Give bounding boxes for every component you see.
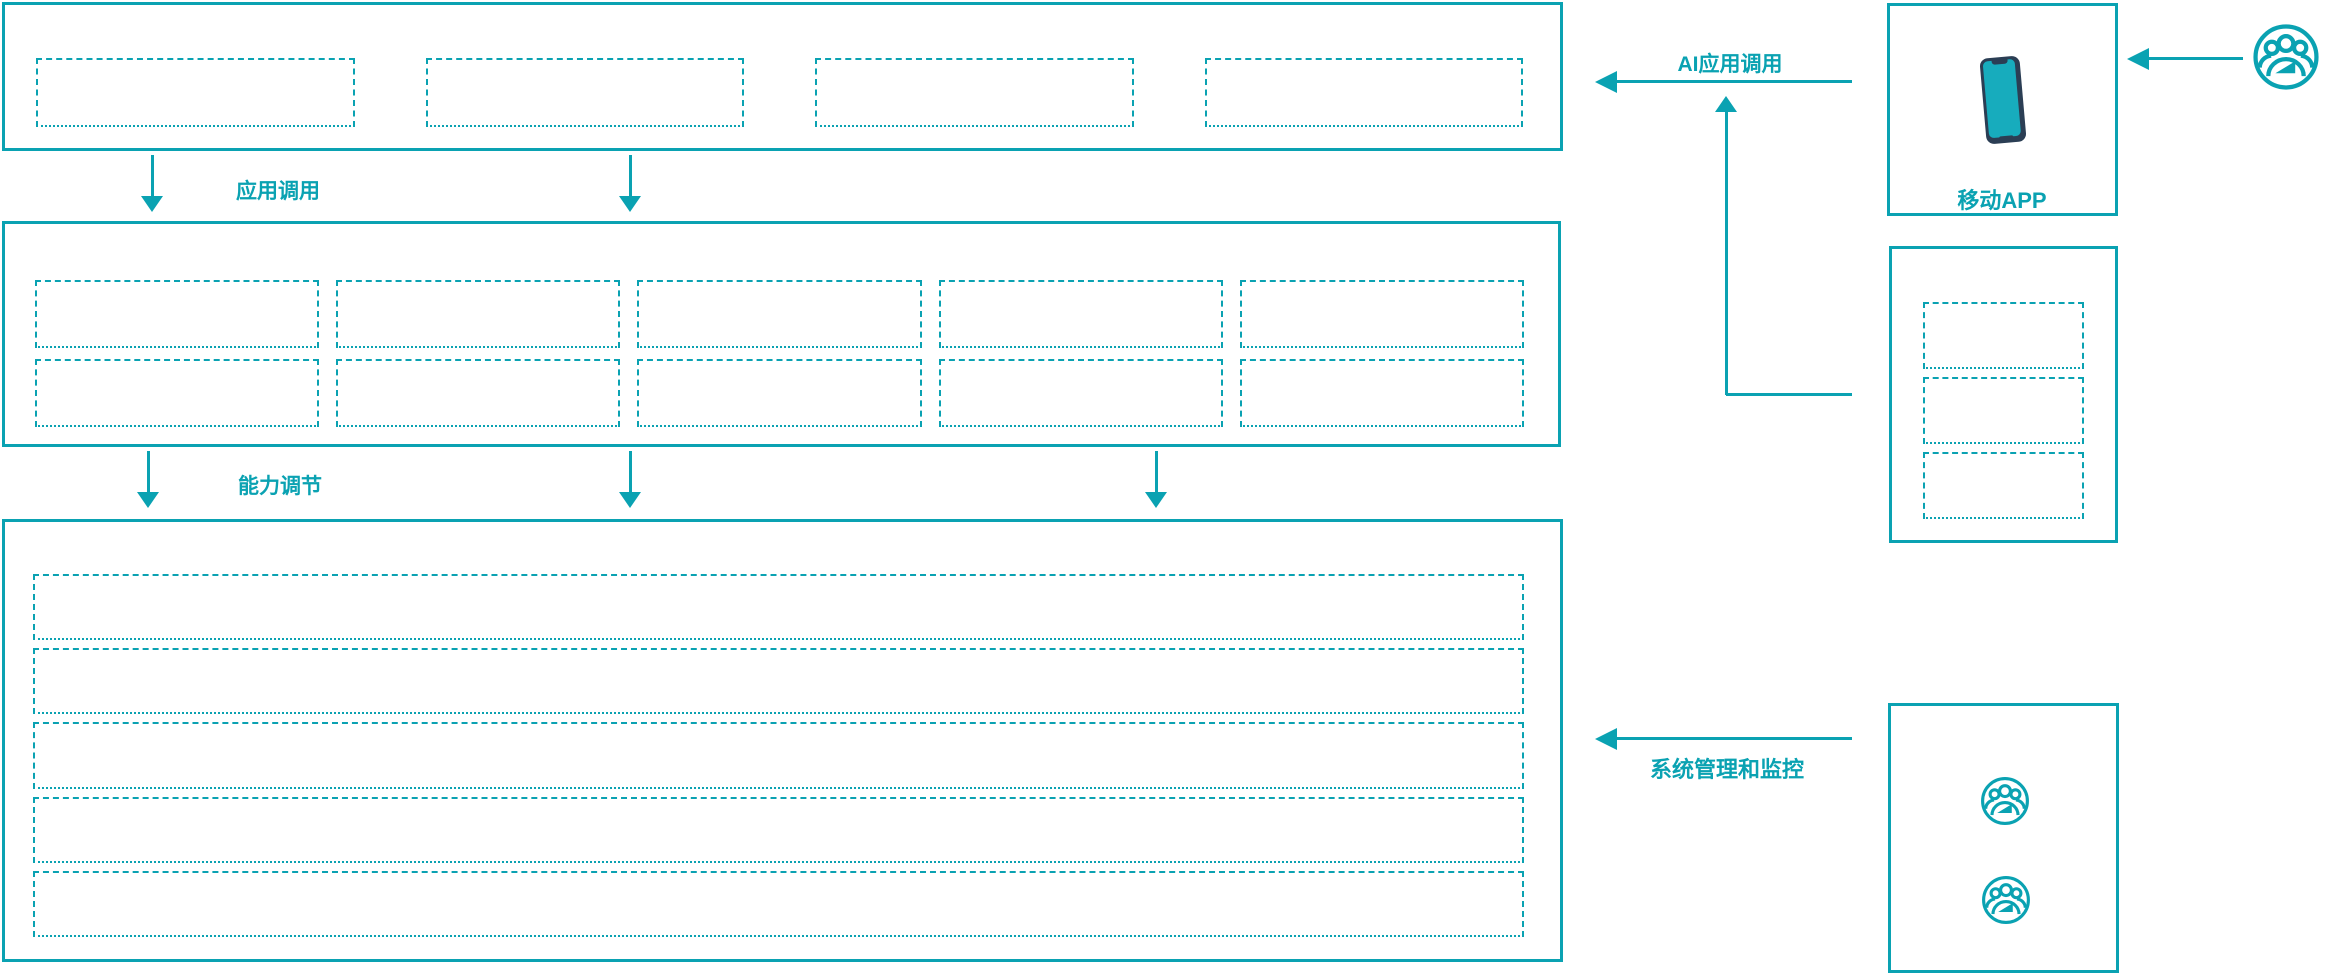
placeholder-box	[1239, 280, 1524, 348]
stack-connector-line	[1726, 393, 1852, 396]
system-mgmt-arrowhead	[1595, 728, 1617, 750]
phone-screen	[1982, 58, 2022, 139]
middle-layer-container	[2, 221, 1561, 447]
top-layer-container	[2, 2, 1563, 151]
placeholder-box	[36, 58, 355, 127]
capability-arrowhead	[137, 492, 159, 508]
user-group-icon	[1981, 875, 2031, 925]
placeholder-box	[1204, 58, 1523, 127]
user-group-icon	[1980, 776, 2030, 826]
placeholder-box	[35, 280, 320, 348]
capability-adjust-label: 能力调节	[238, 475, 322, 498]
placeholder-box	[938, 280, 1223, 348]
app-call-arrow-shaft	[628, 155, 632, 196]
ai-app-call-label: AI应用调用	[1677, 53, 1783, 76]
capability-arrow-shaft	[146, 451, 150, 492]
ai-app-call-arrow-line	[1616, 80, 1852, 83]
ai-app-call-arrowhead	[1595, 71, 1617, 93]
placeholder-box	[33, 796, 1524, 863]
user-to-app-arrowhead	[2127, 48, 2149, 70]
stack-up-arrowhead	[1715, 96, 1737, 112]
placeholder-box	[336, 359, 621, 427]
placeholder-box	[1923, 452, 2084, 519]
mobile-phone-icon	[1979, 55, 2027, 145]
placeholder-box	[425, 58, 744, 127]
placeholder-box	[1923, 377, 2084, 444]
capability-arrow-shaft	[628, 451, 632, 492]
placeholder-box	[1239, 359, 1524, 427]
bottom-layer-container	[2, 519, 1563, 962]
user-to-app-arrow-line	[2148, 57, 2243, 60]
placeholder-box	[33, 722, 1524, 789]
placeholder-box	[1923, 302, 2084, 369]
placeholder-box	[33, 574, 1524, 641]
capability-arrowhead	[1145, 492, 1167, 508]
user-group-icon	[2252, 23, 2320, 91]
app-call-arrowhead	[141, 196, 163, 212]
placeholder-box	[33, 870, 1524, 937]
placeholder-box	[938, 359, 1223, 427]
placeholder-box	[637, 359, 922, 427]
capability-arrowhead	[619, 492, 641, 508]
placeholder-box	[815, 58, 1134, 127]
app-call-arrow-shaft	[150, 155, 154, 196]
mobile-app-label: 移动APP	[1957, 188, 2047, 213]
system-mgmt-arrow-line	[1616, 737, 1852, 740]
system-mgmt-label: 系统管理和监控	[1649, 757, 1804, 782]
app-call-label: 应用调用	[236, 180, 320, 203]
stack-up-arrow-shaft	[1724, 112, 1728, 395]
admin-box	[1888, 703, 2119, 973]
placeholder-box	[637, 280, 922, 348]
placeholder-box	[336, 280, 621, 348]
placeholder-box	[33, 648, 1524, 715]
capability-arrow-shaft	[1154, 451, 1158, 492]
app-call-arrowhead	[619, 196, 641, 212]
placeholder-box	[35, 359, 320, 427]
right-stack-box	[1889, 246, 2118, 543]
